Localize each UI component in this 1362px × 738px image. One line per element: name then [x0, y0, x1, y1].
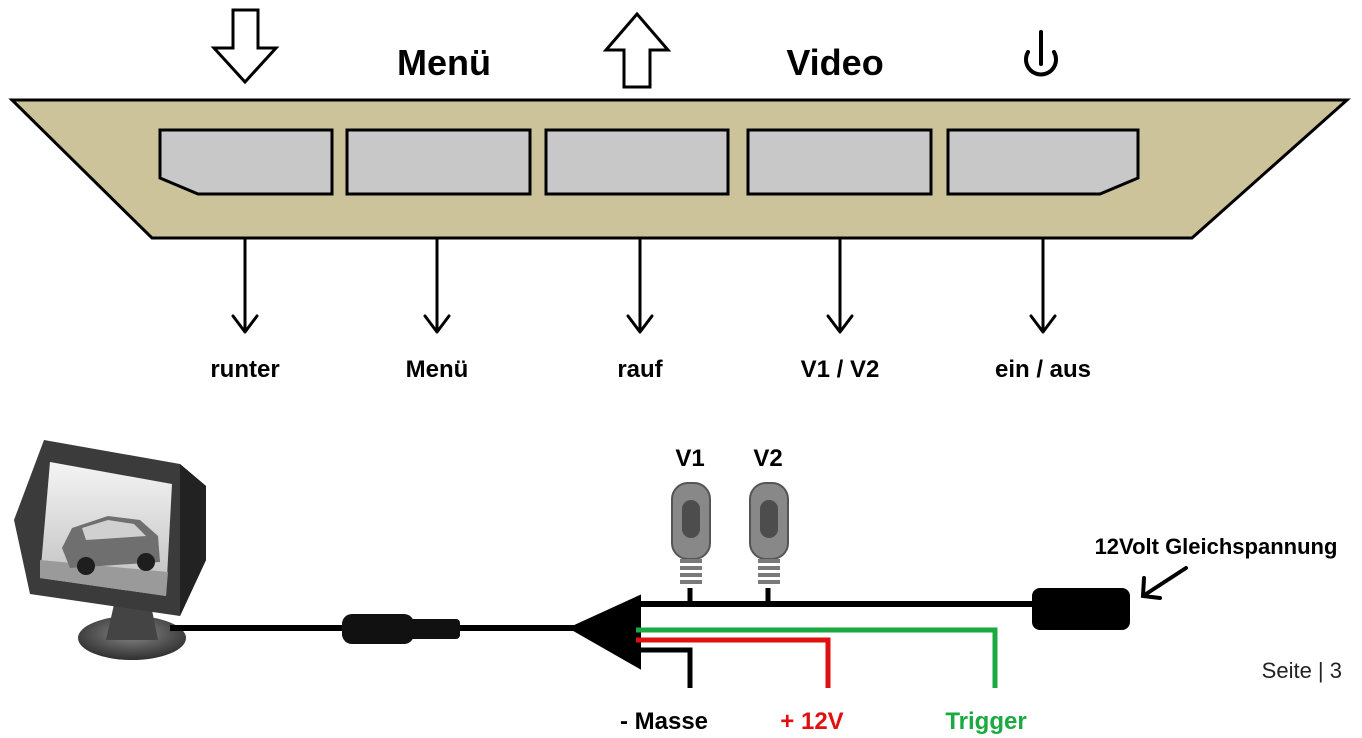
plus-label: + 12V	[780, 708, 843, 735]
panel-button-video[interactable]	[746, 128, 933, 196]
v1-label: V1	[675, 445, 704, 472]
panel-button-rauf[interactable]	[544, 128, 730, 196]
plus-wire	[636, 637, 831, 688]
ground-wire	[636, 647, 693, 688]
page-number: Seite | 3	[1261, 658, 1342, 683]
up-arrow-icon	[602, 11, 672, 89]
panel-button-power[interactable]	[946, 128, 1140, 196]
panel-button-runter[interactable]	[158, 128, 334, 196]
menu-top-label: Menü	[397, 42, 491, 83]
video-top-label: Video	[786, 42, 883, 83]
down-arrow-icon	[210, 8, 280, 85]
v1-connector	[671, 482, 711, 584]
v2-connector	[749, 482, 789, 584]
ground-label: - Masse	[620, 708, 708, 735]
trigger-label: Trigger	[945, 708, 1026, 735]
function-label-video: V1 / V2	[801, 356, 880, 383]
power-supply-arrow	[1140, 566, 1188, 600]
function-label-menu: Menü	[406, 356, 469, 383]
cable-splitter	[567, 594, 641, 670]
power-supply-plug	[1032, 588, 1130, 630]
function-arrows	[231, 236, 1057, 334]
function-label-power: ein / aus	[995, 356, 1091, 383]
power-supply-label: 12Volt Gleichspannung	[1095, 534, 1338, 559]
trigger-wire	[636, 627, 998, 688]
power-icon	[1024, 30, 1058, 77]
cable-connector	[342, 614, 460, 644]
monitor-image	[14, 440, 206, 660]
function-label-runter: runter	[210, 356, 279, 383]
v2-label: V2	[753, 445, 782, 472]
panel-button-menu[interactable]	[345, 128, 532, 196]
function-label-rauf: rauf	[617, 356, 663, 383]
